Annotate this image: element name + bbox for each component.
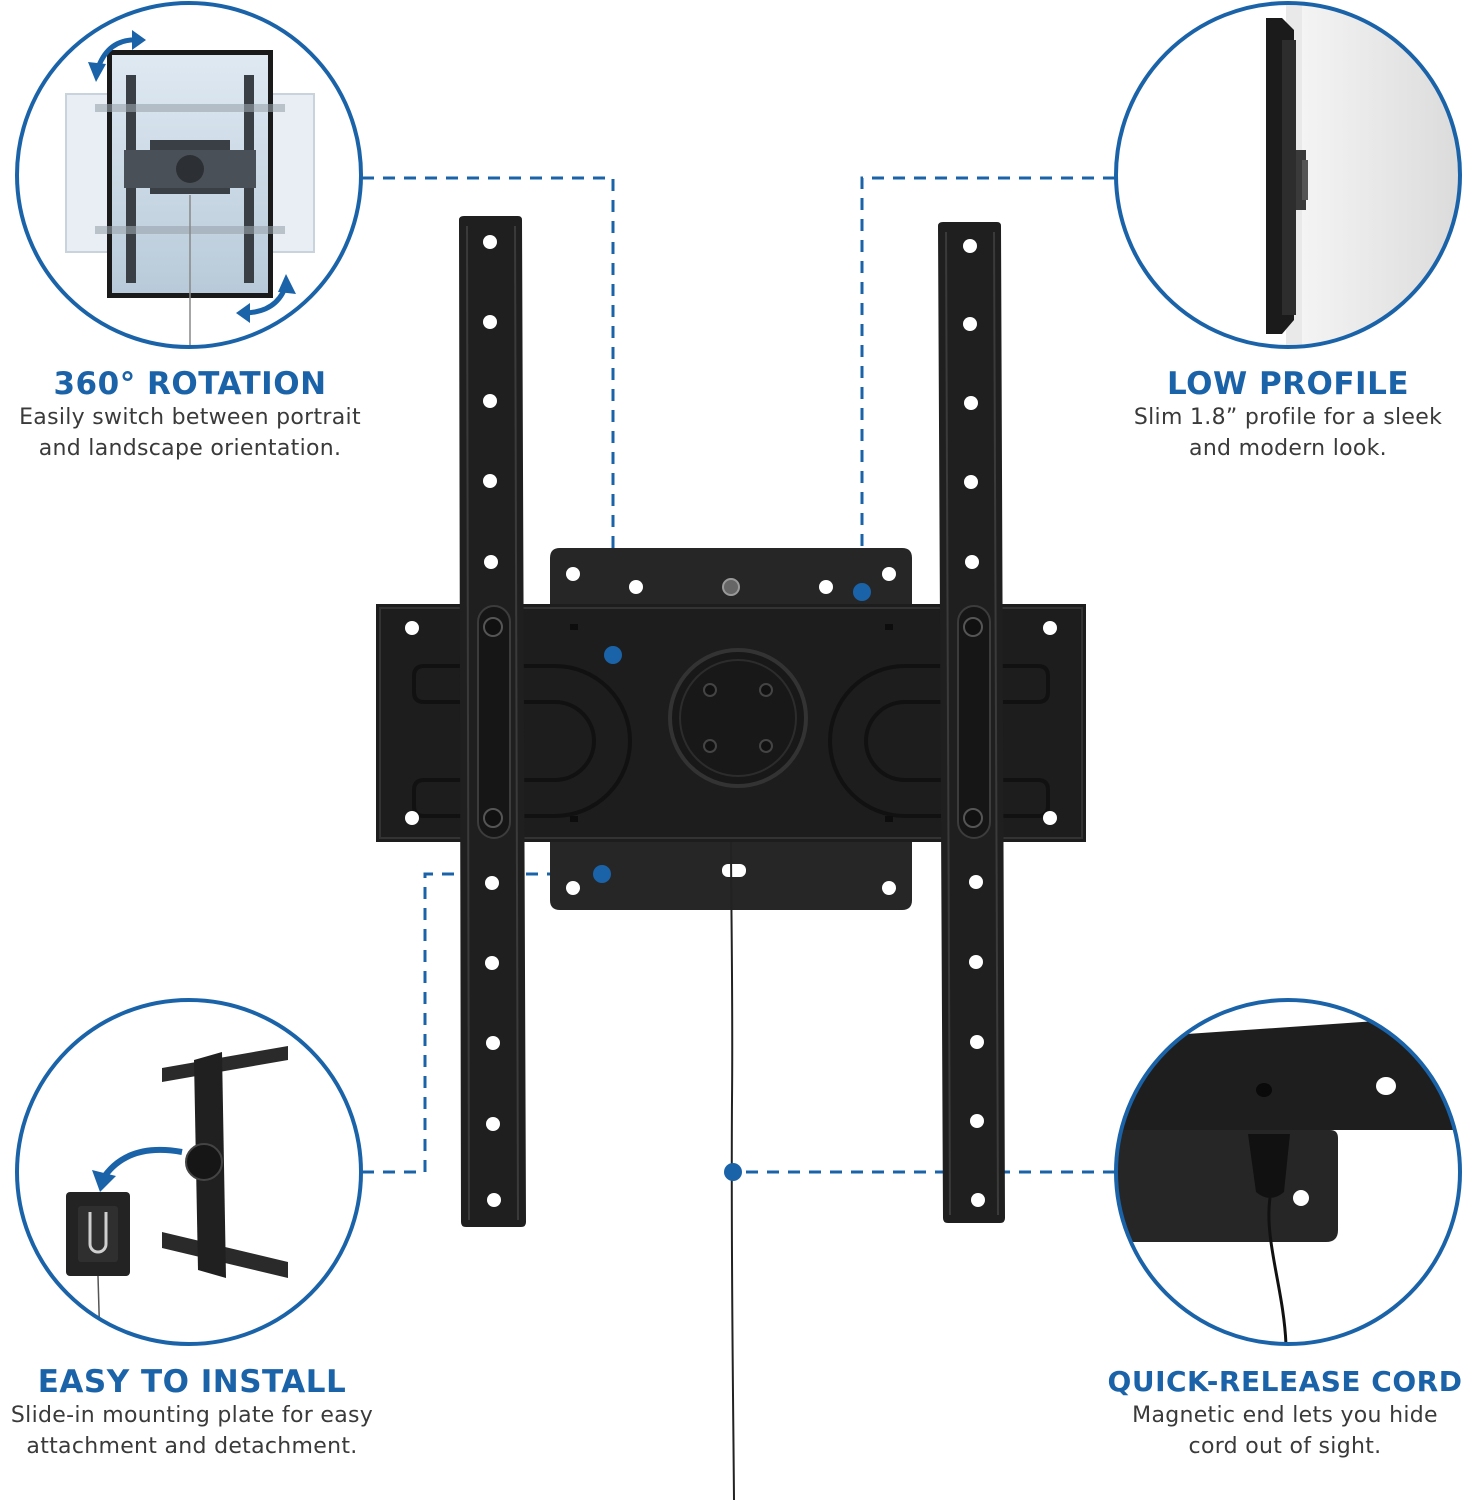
right-vertical-arm	[938, 222, 1005, 1223]
magnetic-cord-icon	[1114, 998, 1462, 1346]
center-hub	[668, 648, 808, 788]
connector-dots	[593, 583, 871, 1181]
tv-mount-illustration	[376, 216, 1086, 1500]
u-slot-left-outer	[412, 664, 632, 818]
feature-rotation: 360° ROTATION Easily switch between port…	[0, 366, 380, 464]
feature-title: QUICK-RELEASE CORD	[1107, 1365, 1463, 1398]
feature-description: Magnetic end lets you hide cord out of s…	[1132, 1403, 1438, 1459]
mounting-plate-icon	[15, 998, 363, 1346]
feature-cord: QUICK-RELEASE CORD Magnetic end lets you…	[1095, 1364, 1475, 1462]
feature-title: 360° ROTATION	[53, 366, 327, 402]
feature-install: EASY TO INSTALL Slide-in mounting plate …	[0, 1364, 384, 1462]
pull-cord	[730, 841, 735, 1500]
connector-rotation	[362, 176, 615, 655]
connector-profile	[860, 176, 1115, 592]
u-slot-right-outer	[828, 664, 1050, 818]
feature-title: LOW PROFILE	[1166, 366, 1410, 402]
feature-profile: LOW PROFILE Slim 1.8” profile for a slee…	[1098, 366, 1475, 464]
tv-side-profile-icon	[1114, 1, 1462, 349]
feature-description: Slim 1.8” profile for a sleek and modern…	[1133, 405, 1443, 461]
feature-title: EASY TO INSTALL	[37, 1364, 347, 1400]
feature-description: Easily switch between portrait and lands…	[19, 405, 361, 461]
left-vertical-arm	[459, 216, 526, 1227]
feature-description: Slide-in mounting plate for easy attachm…	[10, 1403, 374, 1459]
rotation-icon	[15, 1, 363, 349]
